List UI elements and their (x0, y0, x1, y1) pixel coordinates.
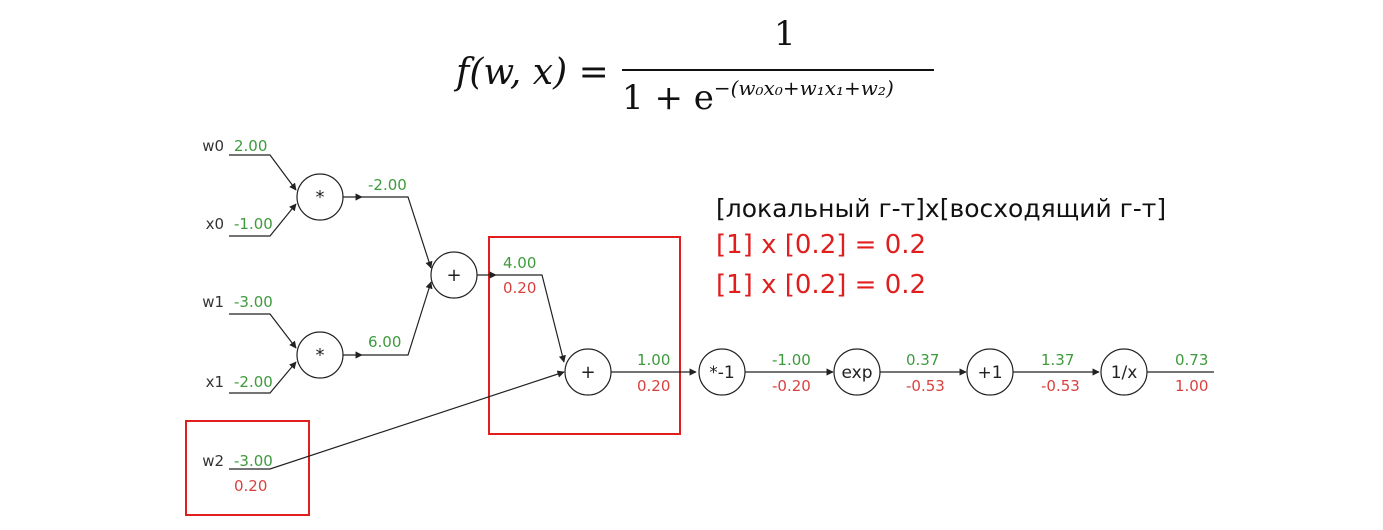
gate-circle (564, 348, 612, 396)
edge-value-neg: -1.00 (772, 351, 811, 369)
formula-lhs: f(w, x) = (456, 52, 609, 93)
input-value-w2: -3.00 (234, 452, 273, 470)
highlight-box-w2 (185, 420, 310, 516)
input-grad-w2: 0.20 (234, 477, 267, 495)
input-value-w0: 2.00 (234, 137, 267, 155)
wire-add0-to-add1 (496, 274, 566, 363)
wire-x1 (229, 361, 297, 394)
input-value-x1: -2.00 (234, 373, 273, 391)
gate-circle (296, 331, 344, 379)
gradient-calc-line-1: [1] x [0.2] = 0.2 (716, 230, 927, 260)
edge-grad-add1: 0.20 (637, 377, 670, 395)
gate-symbol: * (316, 187, 325, 208)
edge-value-add1: 1.00 (637, 351, 670, 369)
formula-denominator: 1 + e−(w₀x₀+w₁x₁+w₂) (622, 76, 894, 118)
edge-value-mul1: 6.00 (368, 333, 401, 351)
formula-numerator: 1 (774, 14, 796, 54)
edge-value-add0: 4.00 (503, 254, 536, 272)
input-label-w0: w0 (202, 137, 224, 155)
gradient-calc-line-2: [1] x [0.2] = 0.2 (716, 270, 927, 300)
input-value-x0: -1.00 (234, 215, 273, 233)
gate-plus1: +1 (966, 348, 1014, 396)
wire-w2 (229, 370, 565, 470)
input-label-x1: x1 (206, 373, 224, 391)
highlight-box-add-gate (488, 236, 681, 435)
gate-mul0: * (296, 173, 344, 221)
gate-neg: *-1 (698, 348, 746, 396)
gate-circle (296, 173, 344, 221)
wire-x0 (229, 203, 297, 237)
edge-grad-exp: -0.53 (906, 377, 945, 395)
edge-grad-add0: 0.20 (503, 279, 536, 297)
edge-grad-plus1: -0.53 (1041, 377, 1080, 395)
edge-value-mul0: -2.00 (368, 176, 407, 194)
input-label-w2: w2 (202, 452, 224, 470)
gate-add0: + (430, 251, 478, 299)
gate-symbol: 1/x (1111, 363, 1138, 383)
edge-value-exp: 0.37 (906, 351, 939, 369)
wires (229, 154, 1214, 470)
gate-circle (966, 348, 1014, 396)
gate-symbol: + (446, 265, 461, 286)
edge-value-plus1: 1.37 (1041, 351, 1074, 369)
gate-circle (698, 348, 746, 396)
input-label-w1: w1 (202, 293, 224, 311)
gate-inv: 1/x (1100, 348, 1148, 396)
gate-symbol: + (580, 362, 595, 383)
gate-symbol: * (316, 345, 325, 366)
wire-mul0-to-add0 (362, 196, 433, 269)
formula-denominator-base: 1 + e (622, 78, 714, 118)
edge-value-inv: 0.73 (1175, 351, 1208, 369)
gate-exp: exp (833, 348, 881, 396)
formula-exponent: −(w₀x₀+w₁x₁+w₂) (713, 76, 894, 100)
gate-circle (833, 348, 881, 396)
wire-w1 (229, 313, 297, 349)
wire-mul1-to-add0 (362, 281, 433, 356)
gate-symbol: +1 (977, 363, 1002, 383)
input-label-x0: x0 (206, 215, 224, 233)
formula-fraction-bar (622, 69, 934, 71)
input-value-w1: -3.00 (234, 293, 273, 311)
gate-circle (430, 251, 478, 299)
gate-symbol: *-1 (709, 363, 734, 383)
gate-circle (1100, 348, 1148, 396)
gate-add1: + (564, 348, 612, 396)
gradient-rule-header: [локальный г-т]x[восходящий г-т] (716, 194, 1167, 223)
gate-symbol: exp (841, 363, 872, 383)
edge-grad-inv: 1.00 (1175, 377, 1208, 395)
wire-w0 (229, 154, 297, 191)
edge-grad-neg: -0.20 (772, 377, 811, 395)
gate-mul1: * (296, 331, 344, 379)
